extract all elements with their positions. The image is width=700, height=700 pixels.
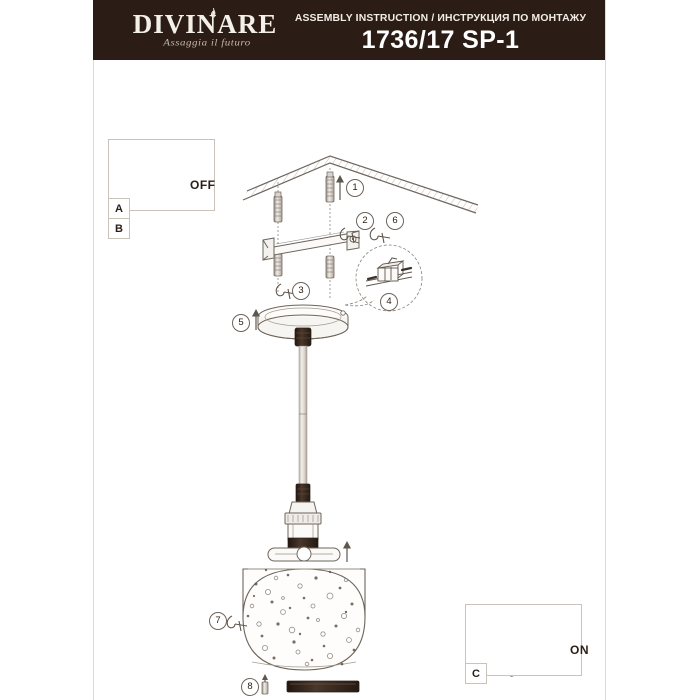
brand-logo: DIVINARE Assaggia il futuro [115,8,295,54]
assembly-direction-arrow [342,540,352,562]
callout-2-screw [339,227,361,244]
breaker-state-off-label: OFF [190,178,216,192]
brand-tagline: Assaggia il futuro [163,37,251,49]
step-tag-c: C [465,663,487,684]
callout-7: 7 [209,612,227,630]
suspension-cord [298,345,308,491]
wall-anchor-right [325,168,335,300]
brand-name: DIVINARE [132,9,278,39]
page-frame [93,0,606,700]
step-tag-a: A [108,198,130,219]
callout-4: 4 [380,293,398,311]
terminal-block-detail [344,244,423,312]
lamp-socket [284,483,322,551]
breaker-state-on-label: ON [570,643,589,657]
callout-6-screw [369,227,391,244]
wall-anchor-left [273,182,283,292]
flame-icon [210,8,216,18]
ceiling-surface [242,155,479,214]
shade-ring [267,546,341,562]
header-bar: DIVINARE Assaggia il futuro ASSEMBLY INS… [93,0,605,60]
callout-6: 6 [386,212,404,230]
callout-8-parts [261,674,360,695]
callout-8: 8 [241,678,259,696]
callout-1: 1 [346,179,364,197]
model-code: 1736/17 SP-1 [361,26,520,54]
callout-5-arrow [251,308,261,330]
glass-globe-shade [242,568,366,671]
mounting-bracket [262,230,360,261]
header-subtitle: ASSEMBLY INSTRUCTION / ИНСТРУКЦИЯ ПО МОН… [294,12,587,24]
callout-7-screw [226,615,248,632]
ceiling-canopy [257,304,349,347]
callout-3: 3 [292,282,310,300]
callout-1-arrow [335,174,345,200]
callout-2: 2 [356,212,374,230]
callout-5: 5 [232,314,250,332]
step-tag-b: B [108,218,130,239]
